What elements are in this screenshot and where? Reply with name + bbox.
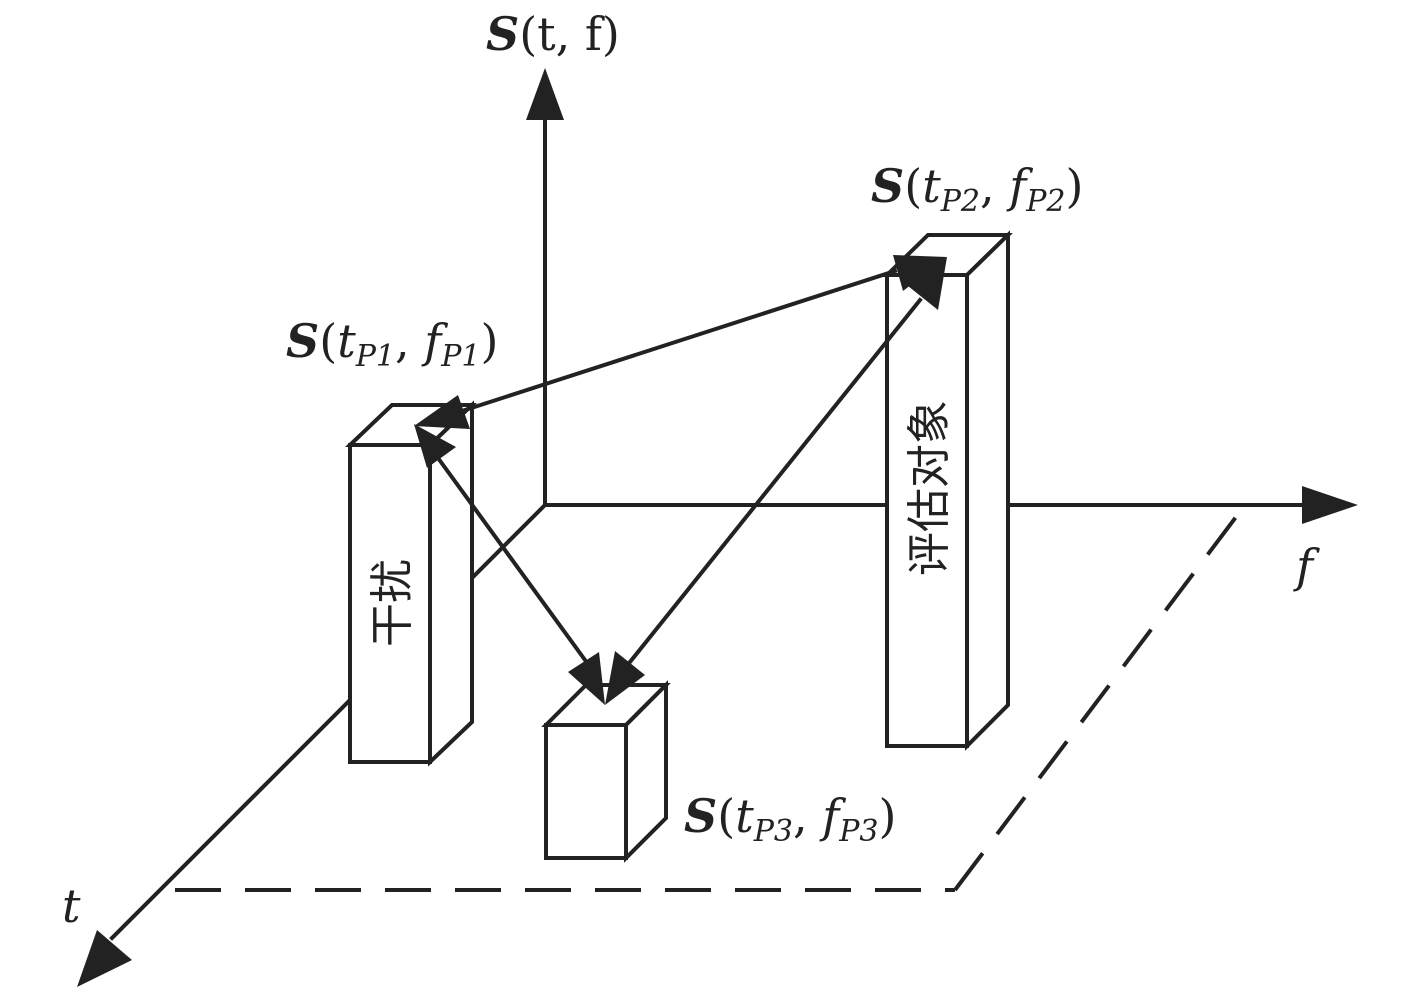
- f-axis-label: f: [1293, 539, 1320, 593]
- box-target-side: [965, 230, 1010, 751]
- arrow-p1-p2-line: [459, 268, 898, 414]
- axes: [77, 68, 1358, 987]
- arrow-p1-p3-head-p1: [414, 424, 456, 468]
- f-axis-arrowhead: [1302, 486, 1358, 524]
- box-target: 评估对象: [882, 230, 1013, 751]
- relation-arrows: [414, 255, 947, 705]
- label-p2: S(tP2, fP2): [871, 159, 1083, 219]
- box-p3: [541, 680, 671, 863]
- s-axis-arrowhead: [526, 68, 564, 120]
- arrow-p1-p2-head-p2: [893, 255, 947, 291]
- t-axis-line: [109, 502, 548, 941]
- box-p3-front: [544, 723, 628, 860]
- plane-right-edge: [953, 503, 1247, 892]
- box-target-label: 评估对象: [904, 400, 955, 576]
- arrow-p2-p3-head-p2: [908, 257, 947, 310]
- arrow-p2-p3-head-p3: [605, 651, 645, 705]
- box-interference-label: 干扰: [367, 559, 418, 647]
- label-p1: S(tP1, fP1): [286, 314, 498, 374]
- arrow-p1-p3-line: [435, 455, 588, 663]
- label-p3: S(tP3, fP3): [684, 789, 896, 849]
- arrow-p2-p3-line: [627, 297, 923, 665]
- ground-plane: [175, 503, 1247, 892]
- t-axis-label: t: [62, 879, 81, 933]
- arrow-p1-p3-head-p3: [568, 652, 605, 705]
- box-interference-front: [348, 443, 432, 764]
- arrow-p1-p2-head-p1: [414, 395, 470, 429]
- s-axis-label: S(t, f): [486, 7, 620, 61]
- box-interference: 干扰: [345, 400, 477, 767]
- t-axis-arrowhead: [77, 930, 132, 987]
